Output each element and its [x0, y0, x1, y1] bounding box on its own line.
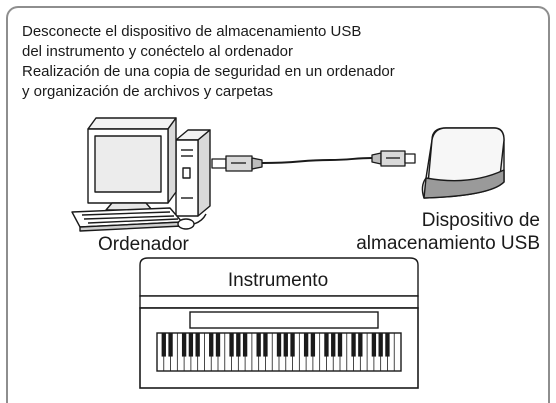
caption-line-1: Desconecte el dispositivo de almacenamie…: [22, 23, 362, 40]
usb-cable-icon: [211, 150, 416, 172]
keyboard-instrument-icon: [139, 257, 419, 389]
caption-line-2: del instrumento y conéctelo al ordenador: [22, 43, 293, 60]
instrument-label: Instrumento: [227, 270, 329, 291]
usb-storage-device-icon: [421, 127, 505, 199]
computer-label: Ordenador: [98, 234, 189, 255]
computer-icon: [71, 117, 211, 232]
caption-line-3: Realización de una copia de seguridad en…: [22, 63, 395, 80]
usb-storage-label-line-1: Dispositivo de: [421, 210, 540, 231]
usb-storage-label-line-2: almacenamiento USB: [356, 233, 540, 254]
usb-storage-label: Dispositivo de almacenamiento USB: [318, 209, 540, 255]
caption-line-4: y organización de archivos y carpetas: [22, 83, 273, 100]
diagram-frame: [6, 6, 550, 403]
instruction-caption: Desconecte el dispositivo de almacenamie…: [22, 22, 542, 102]
